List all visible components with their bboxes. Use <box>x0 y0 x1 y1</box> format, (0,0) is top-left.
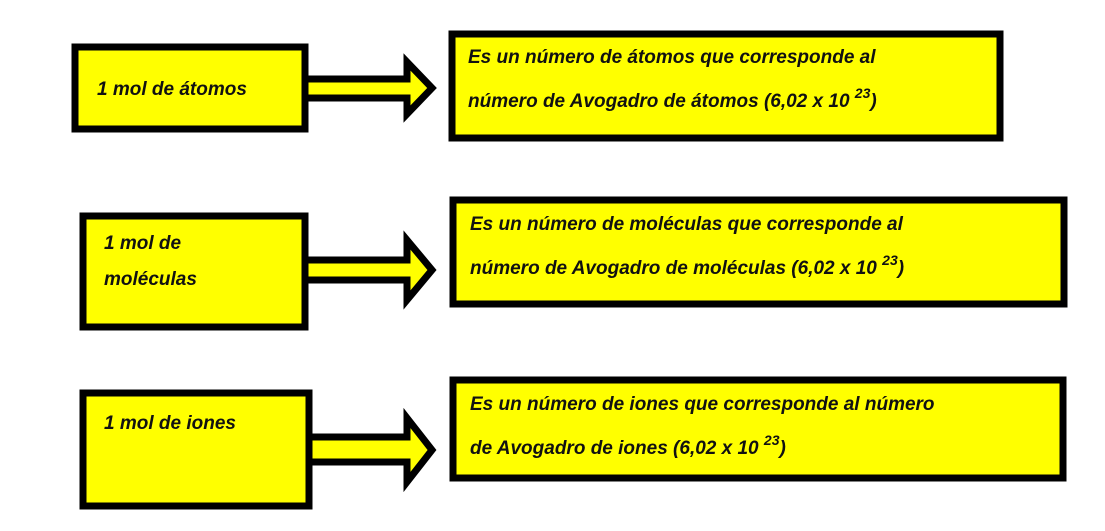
definition-ions: Es un número de iones que corresponde al… <box>470 383 935 471</box>
definition-ions-line1: Es un número de iones que corresponde al… <box>470 394 935 415</box>
line2-text: de Avogadro de iones (6,02 x 10 <box>470 438 759 459</box>
term-molecules-line1: 1 mol de <box>104 233 182 254</box>
close-paren: ) <box>779 438 786 459</box>
definition-box-atoms <box>448 30 1004 142</box>
close-paren: ) <box>870 91 877 112</box>
term-molecules-line2: moléculas <box>104 269 197 290</box>
close-paren: ) <box>897 258 905 279</box>
line2-text: número de Avogadro de moléculas (6,02 x … <box>470 258 877 279</box>
definition-molecules: Es un número de moléculas que correspond… <box>470 203 904 291</box>
definition-atoms: Es un número de átomos que corresponde a… <box>468 36 877 124</box>
definition-box-molecules <box>449 196 1068 308</box>
definition-ions-line2: de Avogadro de iones (6,02 x 10 23) <box>470 427 935 471</box>
arrow-atoms <box>301 53 437 123</box>
exponent: 23 <box>763 432 780 448</box>
term-ions: 1 mol de iones <box>104 413 236 434</box>
definition-molecules-line1: Es un número de moléculas que correspond… <box>470 214 903 235</box>
definition-box-ions <box>449 376 1067 482</box>
definition-molecules-line2: número de Avogadro de moléculas (6,02 x … <box>470 247 904 291</box>
line2-text: número de Avogadro de átomos (6,02 x 10 <box>468 91 850 112</box>
term-atoms: 1 mol de átomos <box>97 79 247 100</box>
definition-atoms-line1: Es un número de átomos que corresponde a… <box>468 47 876 68</box>
definition-atoms-line2: número de Avogadro de átomos (6,02 x 10 … <box>468 80 877 124</box>
exponent: 23 <box>854 85 871 101</box>
arrow-ions <box>305 407 437 493</box>
term-box-atoms <box>71 43 309 133</box>
arrow-molecules <box>301 230 437 310</box>
term-box-ions <box>79 389 313 510</box>
exponent: 23 <box>882 252 898 268</box>
